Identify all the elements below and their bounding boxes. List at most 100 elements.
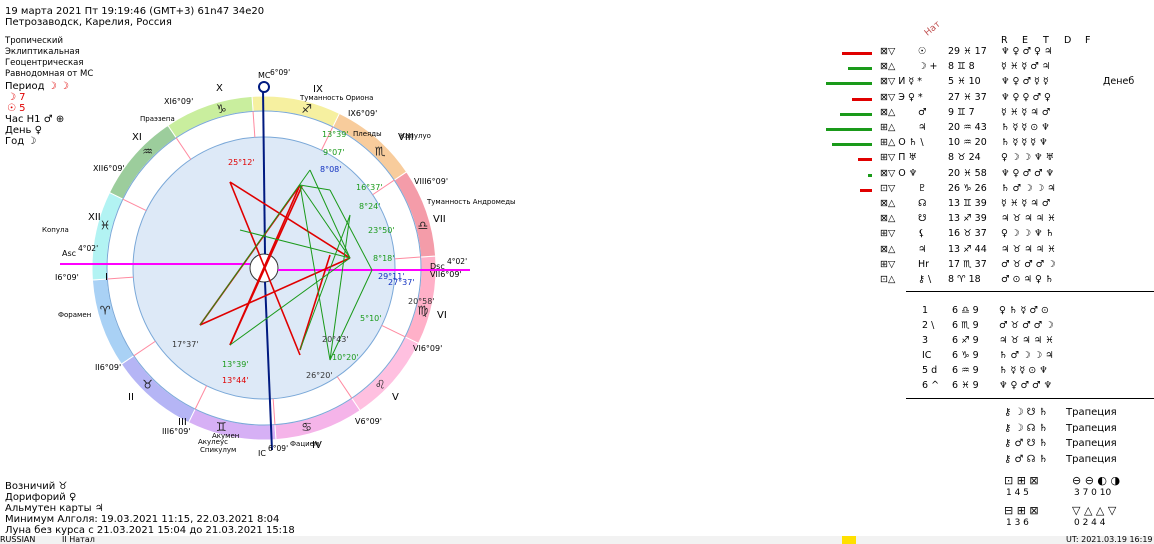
status-language[interactable]: RUSSIAN (0, 535, 36, 544)
sign-glyph: ♐ (301, 102, 312, 116)
row-rulers: ♆ ♀ ♂ ☿ ☿ (1001, 76, 1049, 88)
almuten: Альмутен карты ♃ (5, 503, 104, 514)
row-rulers: ♄ ☿ ☿ ⊙ ♆ (1001, 122, 1050, 133)
summary-right-icons: ⊖ ⊖ ◐ ◑ (1072, 474, 1121, 487)
strength-bar (840, 112, 872, 116)
doryphory: Дорифорий ♀ (5, 492, 77, 503)
row-planet: ♇ (918, 182, 927, 194)
row-aspect-icons: ⊠▽ О ♆ (880, 167, 918, 179)
trapezia-row[interactable]: ⚷ ☽ ☊ ♄Трапеция (1004, 421, 1117, 436)
planet-row[interactable]: ⊞▽⚸16 ♉ 37♀ ☽ ☽ ♆ ♄ (818, 226, 1154, 241)
sign-glyph: ♍ (418, 304, 429, 318)
settings-zodiac: Тропический (5, 36, 63, 46)
row-rulers: ♆ ♀ ♂ ♀ ♃ (1001, 46, 1053, 57)
house-number: 6 ^ (922, 380, 940, 391)
trapezia-label: Трапеция (1066, 453, 1117, 465)
trapezia-row[interactable]: ⚷ ♂ ☊ ♄Трапеция (1004, 452, 1117, 467)
row-position: 26 ♑ 26 (948, 182, 987, 194)
strength-bar (848, 67, 872, 71)
settings-center: Геоцентрическая (5, 58, 84, 68)
row-aspect-icons: ⊞△ (880, 122, 896, 133)
planet-degree-label: 27°37' (388, 278, 415, 287)
planet-row[interactable]: ⊠▽☉29 ♓ 17♆ ♀ ♂ ♀ ♃ (818, 44, 1154, 59)
planet-row[interactable]: ⊠△☋13 ♐ 39♃ ♉ ♃ ♃ ♓ (818, 211, 1154, 226)
fixed-star-label: Праэзепа (140, 115, 175, 123)
planet-row[interactable]: ⊠▽ Э ♀ *27 ♓ 37♆ ♀ ♀ ♂ ♀ (818, 90, 1154, 105)
row-position: 13 ♐ 44 (948, 243, 987, 255)
planet-degree-label: 8°18' (373, 254, 394, 263)
planet-row[interactable]: ⊡▽♇26 ♑ 26♄ ♂ ☽ ☽ ♃ (818, 181, 1154, 196)
aspect-line-green (299, 184, 331, 191)
planet-row[interactable]: ⊠▽ И ☿ *5 ♓ 10♆ ♀ ♂ ☿ ☿Денеб (818, 74, 1154, 89)
house-number: 2 \ (922, 320, 935, 331)
planet-degree-label: 26°20' (306, 371, 333, 380)
summary-left-icons: ⊡ ⊞ ⊠ (1004, 474, 1039, 487)
strength-bar (832, 143, 872, 147)
row-rulers: ♃ ♉ ♃ ♃ ♓ (1001, 213, 1056, 225)
planet-row[interactable]: ⊡△⚷ \8 ♈ 18♂ ⊙ ♃ ♀ ♄ (818, 272, 1154, 287)
planet-degree-label: 23°50' (368, 226, 395, 235)
row-planet: ♃ (918, 243, 927, 255)
fixed-star-label: Туманность Андромеды (426, 198, 516, 206)
row-aspect-icons: ⊠▽ (880, 46, 896, 57)
sign-glyph: ♒ (142, 145, 153, 159)
trapezia-row[interactable]: ⚷ ☽ ☋ ♄ Трапеция (1004, 405, 1117, 420)
row-aspect-icons: ⊠△ (880, 61, 896, 73)
strength-bar (860, 188, 872, 192)
cusp-label: 4°02' (447, 257, 467, 266)
planet-row[interactable]: ⊠△☽ +8 ♊ 8☿ ♓ ☿ ♂ ♃ (818, 59, 1154, 74)
fixed-star-label: Туманность Ориона (299, 94, 373, 102)
row-extra: Денеб (1103, 76, 1135, 88)
trapezia-symbols: ⚷ ☽ ☋ ♄ (1004, 407, 1048, 418)
summary-right-nums: 3 7 0 10 (1074, 488, 1112, 498)
row-planet: ☋ (918, 213, 927, 225)
row-rulers: ♂ ♉ ♂ ♂ ☽ (1001, 258, 1056, 270)
planet-row[interactable]: ⊠▽ О ♆20 ♓ 58♆ ♀ ♂ ♂ ♆ (818, 166, 1154, 181)
sign-glyph: ♓ (100, 218, 111, 232)
house-number: IC (922, 350, 932, 361)
aspect-line-green (329, 214, 351, 361)
trapezia-row[interactable]: ⚷ ♂ ☋ ♄Трапеция (1004, 436, 1117, 451)
planet-degree-label: 20°58' (408, 297, 435, 306)
house-label: IX (313, 84, 323, 95)
house-label: XII (88, 212, 101, 223)
status-tab[interactable]: II Натал (62, 535, 95, 544)
row-planet: ⚸ (918, 228, 925, 240)
house-cusp-line (175, 137, 192, 160)
row-aspect-icons: ⊞▽ (880, 258, 896, 270)
house-label: I (105, 272, 108, 283)
row-rulers: ♆ ♀ ♂ ♂ ♆ (1001, 167, 1055, 179)
planet-row[interactable]: ⊞▽ П ♅8 ♉ 24♀ ☽ ☽ ♆ ♅ (818, 150, 1154, 165)
planet-degree-label: 13°39' (322, 130, 349, 139)
row-planet: ♃ (918, 122, 927, 133)
planet-row[interactable]: ⊞△ О ♄ \10 ♒ 20♄ ☿ ☿ ☿ ♆ (818, 135, 1154, 150)
row-rulers: ♂ ⊙ ♃ ♀ ♄ (1001, 274, 1054, 285)
house-number: 1 (922, 305, 929, 316)
aspect-line-green (239, 229, 351, 259)
planet-row[interactable]: ⊠△♃13 ♐ 44♃ ♉ ♃ ♃ ♓ (818, 242, 1154, 257)
planet-degree-label: 10°20' (332, 353, 359, 362)
house-label: II (128, 392, 134, 403)
fixed-star-label: Форамен (58, 311, 91, 319)
cusp-label: 6°09' (268, 444, 288, 453)
status-indicator (842, 536, 856, 544)
strength-bar (858, 158, 872, 162)
planet-row[interactable]: ⊠△♂9 ♊ 7☿ ♓ ☿ ♃ ♂ (818, 105, 1154, 120)
sign-glyph: ♊ (216, 420, 227, 434)
planet-degree-label: 5°10' (360, 314, 381, 323)
cusp-label: VII6°09' (430, 270, 462, 279)
period-moon: ☽ 7 (7, 92, 26, 103)
planet-row[interactable]: ⊞△♃20 ♒ 43♄ ☿ ☿ ⊙ ♆ (818, 120, 1154, 135)
trapezia-label: Трапеция (1066, 407, 1117, 418)
mc-marker (258, 81, 270, 93)
row-aspect-icons: ⊠▽ Э ♀ * (880, 91, 923, 103)
row-aspect-icons: ⊠△ (880, 106, 896, 118)
column-header: E (1022, 35, 1029, 46)
row-position: 13 ♐ 39 (948, 213, 987, 225)
planet-row[interactable]: ⊠△☊13 ♊ 39☿ ♓ ☿ ♃ ♂ (818, 196, 1154, 211)
year-ruler: Год ☽ (5, 136, 37, 147)
row-planet: ☽ + (918, 61, 938, 73)
strength-bar (868, 173, 872, 177)
